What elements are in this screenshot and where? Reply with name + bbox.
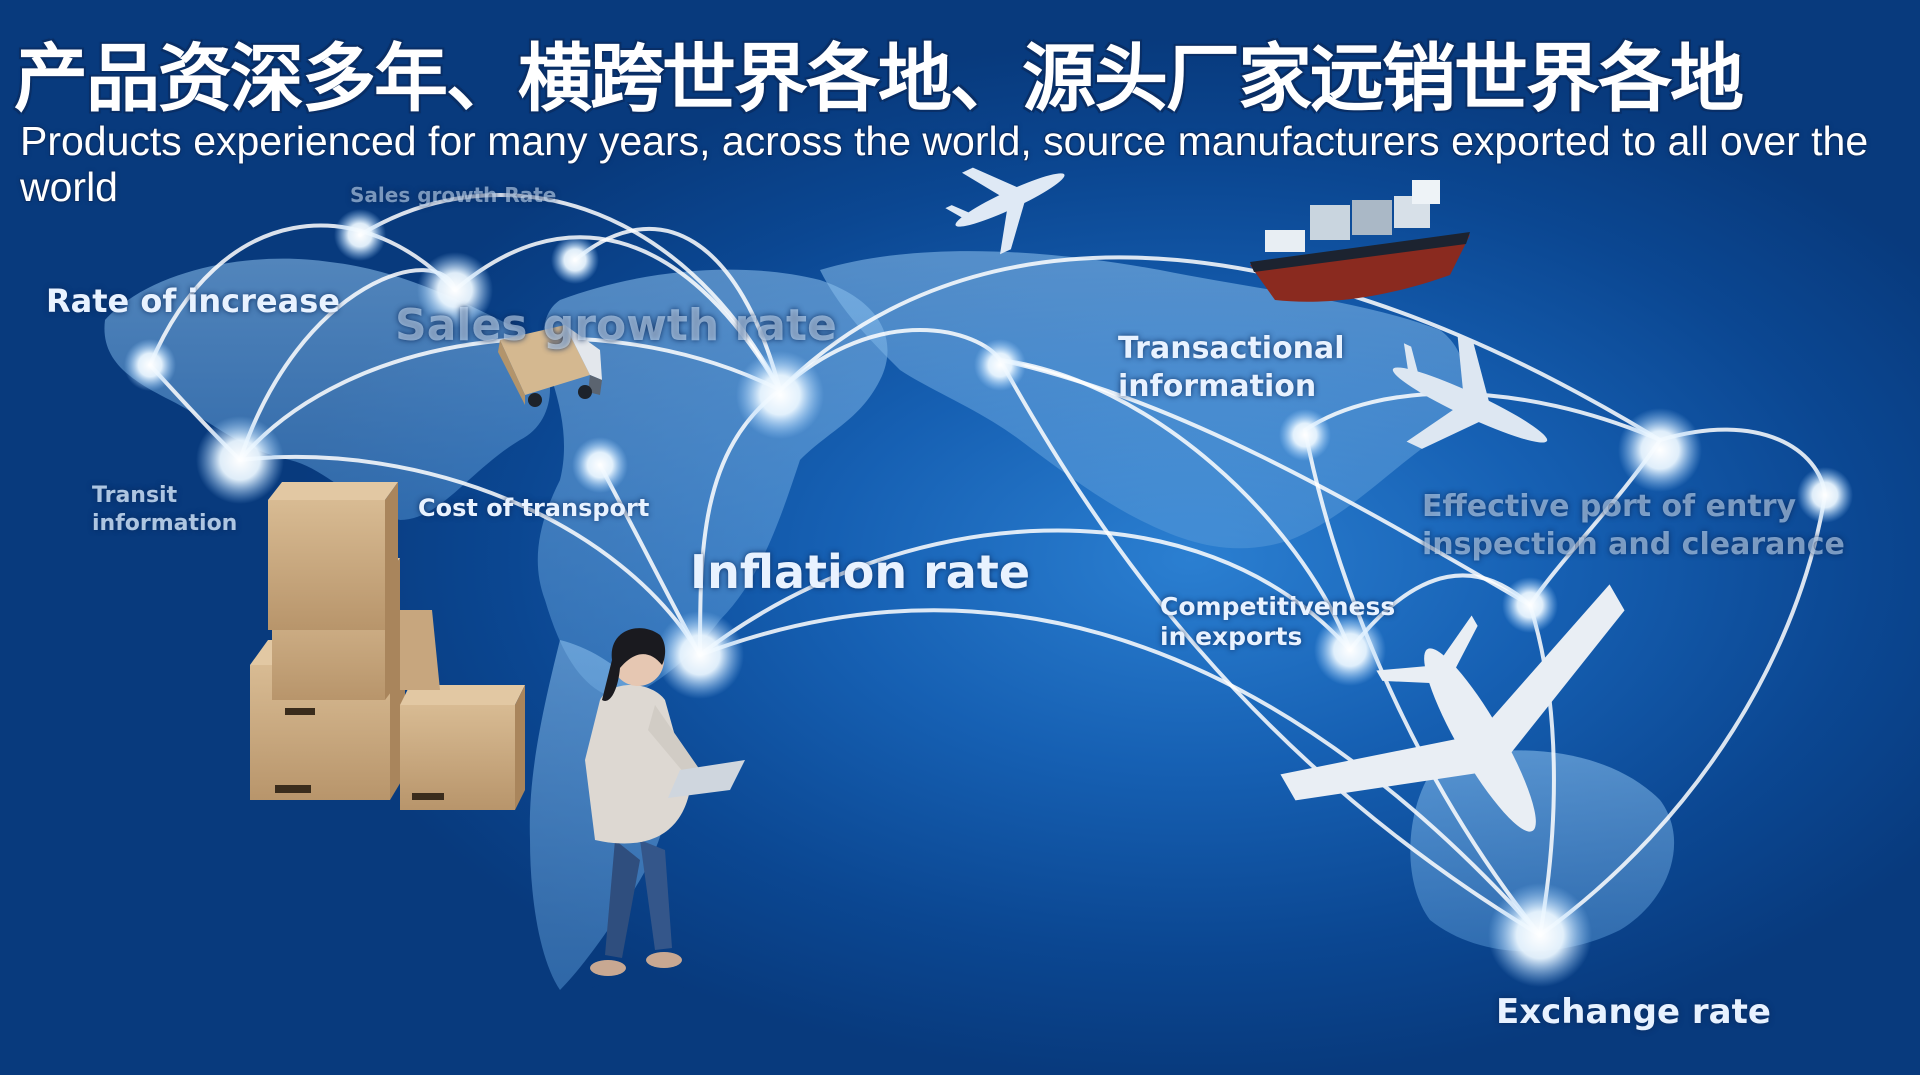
node (1618, 408, 1702, 492)
node (334, 209, 386, 261)
cargo-ship-icon (1250, 180, 1470, 302)
label-rate-of-increase: Rate of increase (46, 282, 340, 320)
node (1314, 614, 1386, 686)
node (736, 351, 824, 439)
connection-arcs (148, 193, 1827, 937)
node (1488, 883, 1592, 987)
node (1502, 577, 1558, 633)
airplane-icon (945, 167, 1065, 255)
node (551, 236, 599, 284)
label-sales-growth-rate: Sales growth rate (395, 300, 837, 351)
node (196, 416, 284, 504)
label-effective-port: Effective port of entry inspection and c… (1422, 489, 1845, 562)
australia-landmass (1410, 750, 1675, 952)
network-nodes (124, 209, 1853, 987)
airplane-icon (1280, 584, 1625, 832)
truck-icon (498, 325, 602, 407)
node (1279, 409, 1331, 461)
cardboard-boxes-icon (250, 482, 525, 810)
node (656, 611, 744, 699)
node (1797, 467, 1853, 523)
headline-chinese: 产品资深多年、横跨世界各地、源头厂家远销世界各地 (14, 36, 1744, 122)
label-inflation-rate: Inflation rate (690, 545, 1031, 599)
node (124, 339, 176, 391)
label-transactional-information: Transactional information (1118, 331, 1345, 404)
label-cost-of-transport: Cost of transport (418, 494, 650, 522)
woman-with-tablet-figure (585, 628, 745, 998)
headline-english: Products experienced for many years, acr… (20, 118, 1869, 210)
label-sales-growth-rate-small: Sales growth Rate (350, 183, 557, 207)
node (572, 437, 628, 493)
asia-landmass (820, 251, 1465, 549)
label-exchange-rate: Exchange rate (1496, 992, 1771, 1032)
node (417, 252, 493, 328)
label-transit-information: Transit information (92, 483, 238, 536)
airplane-icon (1392, 332, 1548, 449)
node (974, 339, 1026, 391)
label-competitiveness-in-exports: Competitiveness in exports (1160, 592, 1396, 651)
